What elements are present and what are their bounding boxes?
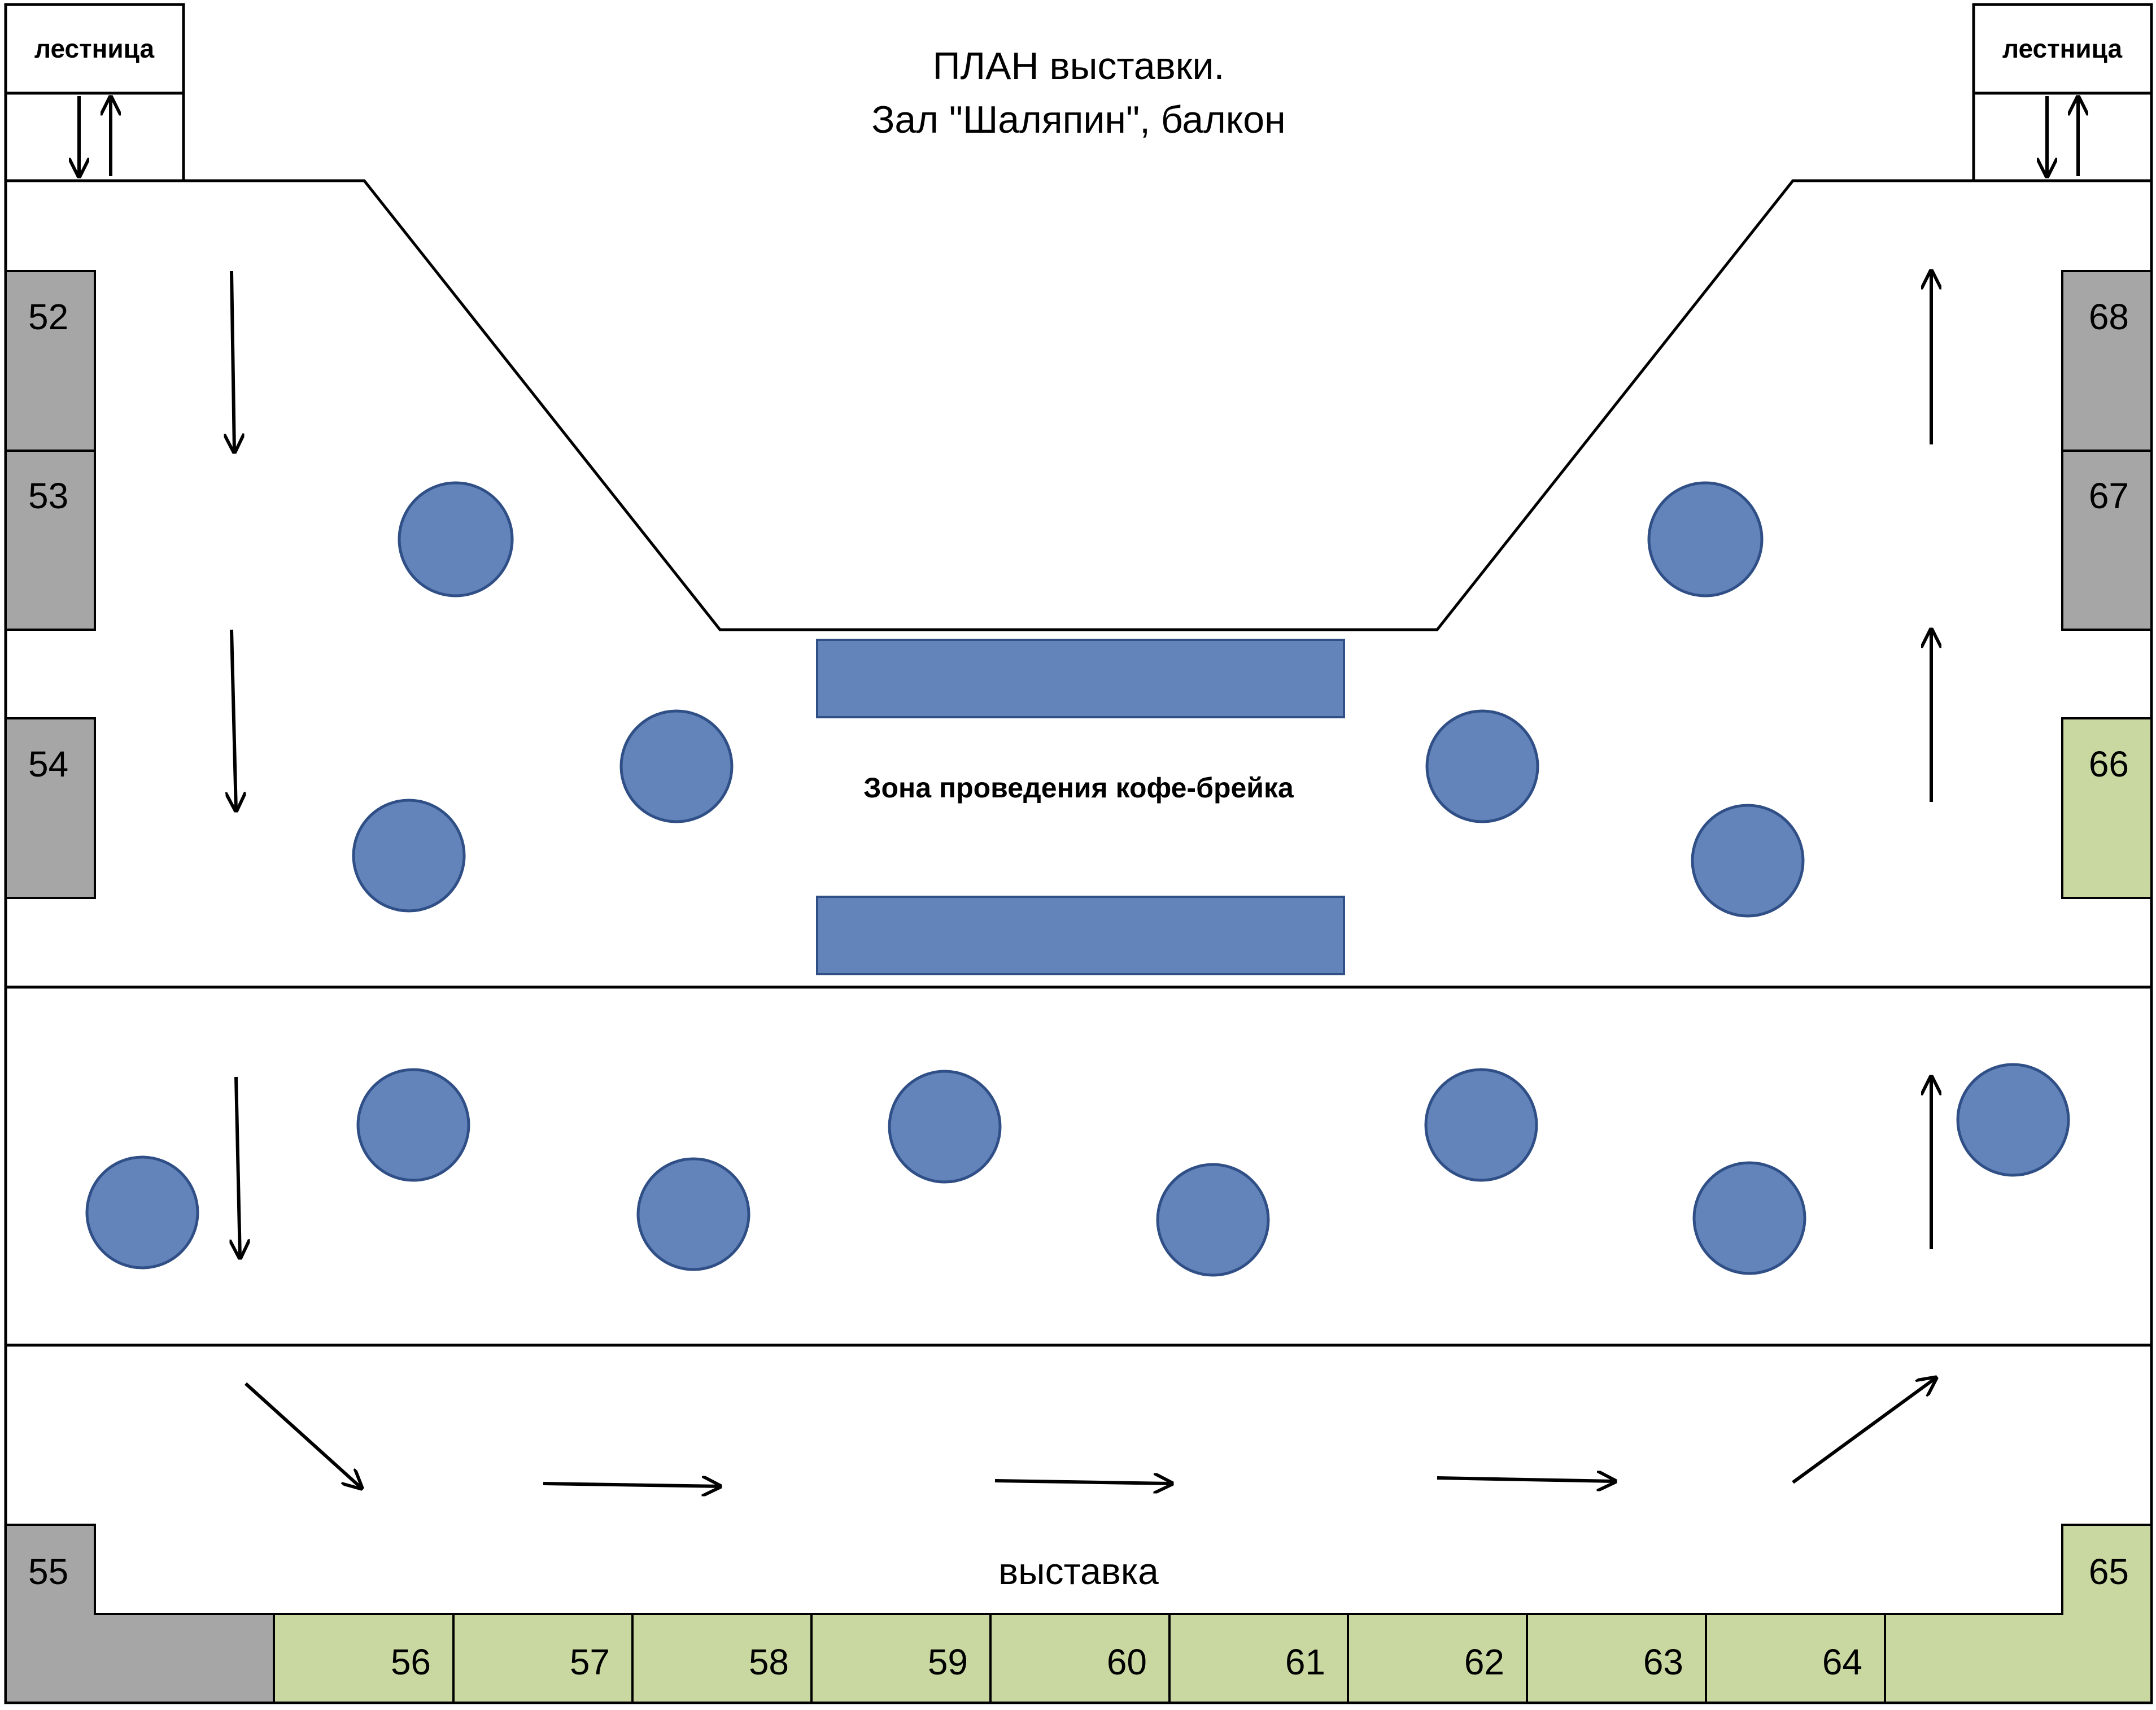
booth-56-number: 56 <box>391 1642 431 1682</box>
booth-62-number: 62 <box>1464 1642 1504 1682</box>
booth-59-number: 59 <box>928 1642 968 1682</box>
round-table <box>1156 1163 1270 1277</box>
booth-60-number: 60 <box>1107 1642 1147 1682</box>
coffee-break-zone-label: Зона проведения кофе-брейка <box>863 772 1294 804</box>
stairs-left: лестница <box>4 3 185 182</box>
booth-60: 60 <box>989 1613 1171 1704</box>
booth-63: 63 <box>1526 1613 1707 1704</box>
booth-61-number: 61 <box>1285 1642 1325 1682</box>
booth-68-number: 68 <box>2089 296 2129 337</box>
plan-title-line1: ПЛАН выставки. <box>933 45 1225 88</box>
booth-67-number: 67 <box>2089 476 2129 516</box>
booth-66: 66 <box>2061 717 2153 899</box>
booth-53-number: 53 <box>28 476 68 516</box>
booth-58: 58 <box>631 1613 813 1704</box>
flow-arrow-right <box>543 1484 720 1486</box>
booth-54: 54 <box>5 717 96 899</box>
stairs-left-label: лестница <box>34 34 155 63</box>
booth-52: 52 <box>5 270 96 452</box>
stairs-right-label: лестница <box>2002 34 2123 63</box>
booth-66-number: 66 <box>2089 744 2129 784</box>
booth-54-number: 54 <box>28 744 68 784</box>
flow-arrow-diagonal-down <box>244 1382 361 1488</box>
booth-56: 56 <box>273 1613 455 1704</box>
round-table <box>1691 804 1805 918</box>
booth-68: 68 <box>2061 270 2153 452</box>
booth-64-number: 64 <box>1822 1642 1862 1682</box>
round-table <box>888 1070 1002 1184</box>
flow-arrow-right <box>994 1481 1172 1484</box>
booth-61: 61 <box>1168 1613 1349 1704</box>
stairs-right: лестница <box>1972 3 2153 182</box>
booth-53: 53 <box>5 450 96 631</box>
booth-58-number: 58 <box>749 1642 789 1682</box>
round-tables <box>85 481 2070 1277</box>
booth-64: 64 <box>1705 1613 1886 1704</box>
exhibition-zone-label: выставка <box>998 1550 1159 1592</box>
booth-63-number: 63 <box>1643 1642 1683 1682</box>
round-table <box>1956 1063 2070 1177</box>
round-table <box>1692 1161 1806 1275</box>
round-table <box>1647 481 1764 597</box>
flow-arrow-down <box>232 629 236 810</box>
round-table <box>636 1157 750 1271</box>
flow-arrow-diagonal-up <box>1792 1378 1936 1484</box>
round-table <box>352 799 466 913</box>
plan-title-line2: Зал "Шаляпин", балкон <box>871 98 1285 141</box>
booth-57-number: 57 <box>570 1642 610 1682</box>
booth-67: 67 <box>2061 450 2153 631</box>
coffee-table-top <box>816 639 1345 718</box>
booth-65-number: 65 <box>2089 1551 2129 1592</box>
booth-62: 62 <box>1347 1613 1528 1704</box>
round-table <box>356 1068 470 1182</box>
flow-arrows <box>232 271 1936 1488</box>
round-table <box>1425 709 1539 823</box>
booth-65: 65 <box>1884 1524 2153 1704</box>
flow-arrow-down <box>232 271 234 452</box>
booth-57: 57 <box>452 1613 634 1704</box>
booth-59: 59 <box>810 1613 992 1704</box>
round-table <box>85 1155 199 1270</box>
round-table <box>619 709 734 823</box>
round-table <box>398 481 514 597</box>
coffee-table-bottom <box>816 896 1345 975</box>
booth-55: 55 <box>5 1524 275 1704</box>
flow-arrow-down <box>236 1076 240 1258</box>
booth-55-number: 55 <box>28 1551 68 1592</box>
flow-arrow-right <box>1437 1478 1615 1481</box>
booth-52-number: 52 <box>28 296 68 337</box>
round-table <box>1424 1068 1538 1182</box>
